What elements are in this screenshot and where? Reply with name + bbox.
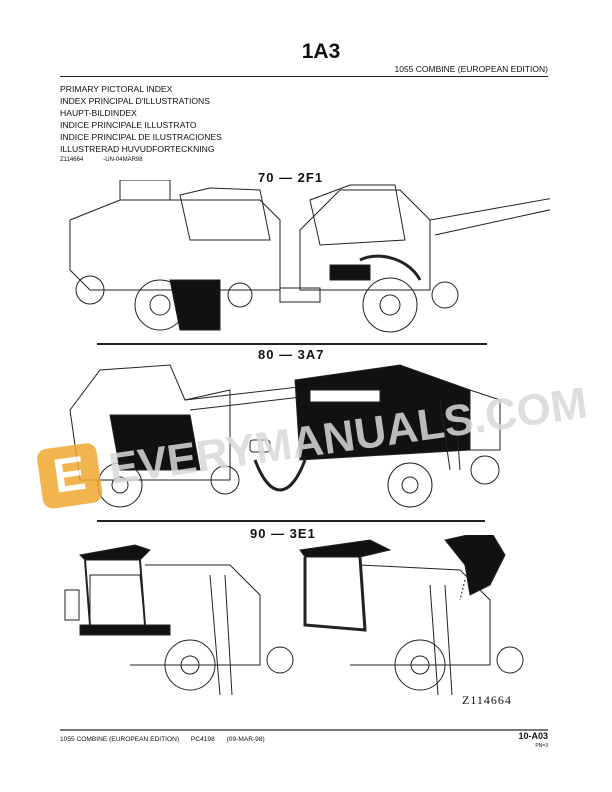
section-label-3e1[interactable]: 90 — 3E1 <box>250 526 316 541</box>
footer-edition: 1055 COMBINE (EUROPEAN EDITION) <box>60 736 180 743</box>
index-title-de: HAUPT-BILDINDEX <box>60 108 137 118</box>
combine-illustration-3a7[interactable] <box>60 360 550 515</box>
index-title-es: INDICE PRINCIPAL DE ILUSTRACIONES <box>60 132 222 142</box>
index-title-fr: INDEX PRINCIPAL D'ILLUSTRATIONS <box>60 96 210 106</box>
header-rule <box>60 76 548 77</box>
image-id: Z114664 <box>60 157 84 163</box>
page-number: 10-A03 <box>518 731 548 741</box>
footer-date: (09-MAR-98) <box>226 736 265 743</box>
section-divider <box>97 343 487 345</box>
edition-label: 1055 COMBINE (EUROPEAN EDITION) <box>394 64 548 74</box>
combine-illustration-2f1[interactable] <box>60 180 550 340</box>
footer-pc: PC4198 <box>190 736 215 743</box>
section-divider <box>97 520 485 522</box>
image-reference: Z114664 -UN-04MAR98 <box>60 157 163 164</box>
ref-code: -UN-04MAR98 <box>103 157 143 163</box>
combine-illustration-3e1[interactable] <box>60 535 550 695</box>
footer-info: 1055 COMBINE (EUROPEAN EDITION) PC4198 (… <box>60 736 275 743</box>
pn-label: PN=3 <box>535 743 548 749</box>
section-label-3a7[interactable]: 80 — 3A7 <box>258 347 325 362</box>
index-title-sv: ILLUSTRERAD HUVUDFORTECKNING <box>60 144 215 154</box>
index-title-it: INDICE PRINCIPALE ILLUSTRATO <box>60 120 197 130</box>
illustration-id: Z114664 <box>462 693 512 707</box>
page-title: 1A3 <box>301 40 341 63</box>
footer-rule <box>60 729 548 731</box>
index-title-en: PRIMARY PICTORAL INDEX <box>60 84 173 94</box>
section-label-2f1[interactable]: 70 — 2F1 <box>258 170 324 185</box>
john-deere-decal: JOHN DEERE <box>312 391 362 397</box>
